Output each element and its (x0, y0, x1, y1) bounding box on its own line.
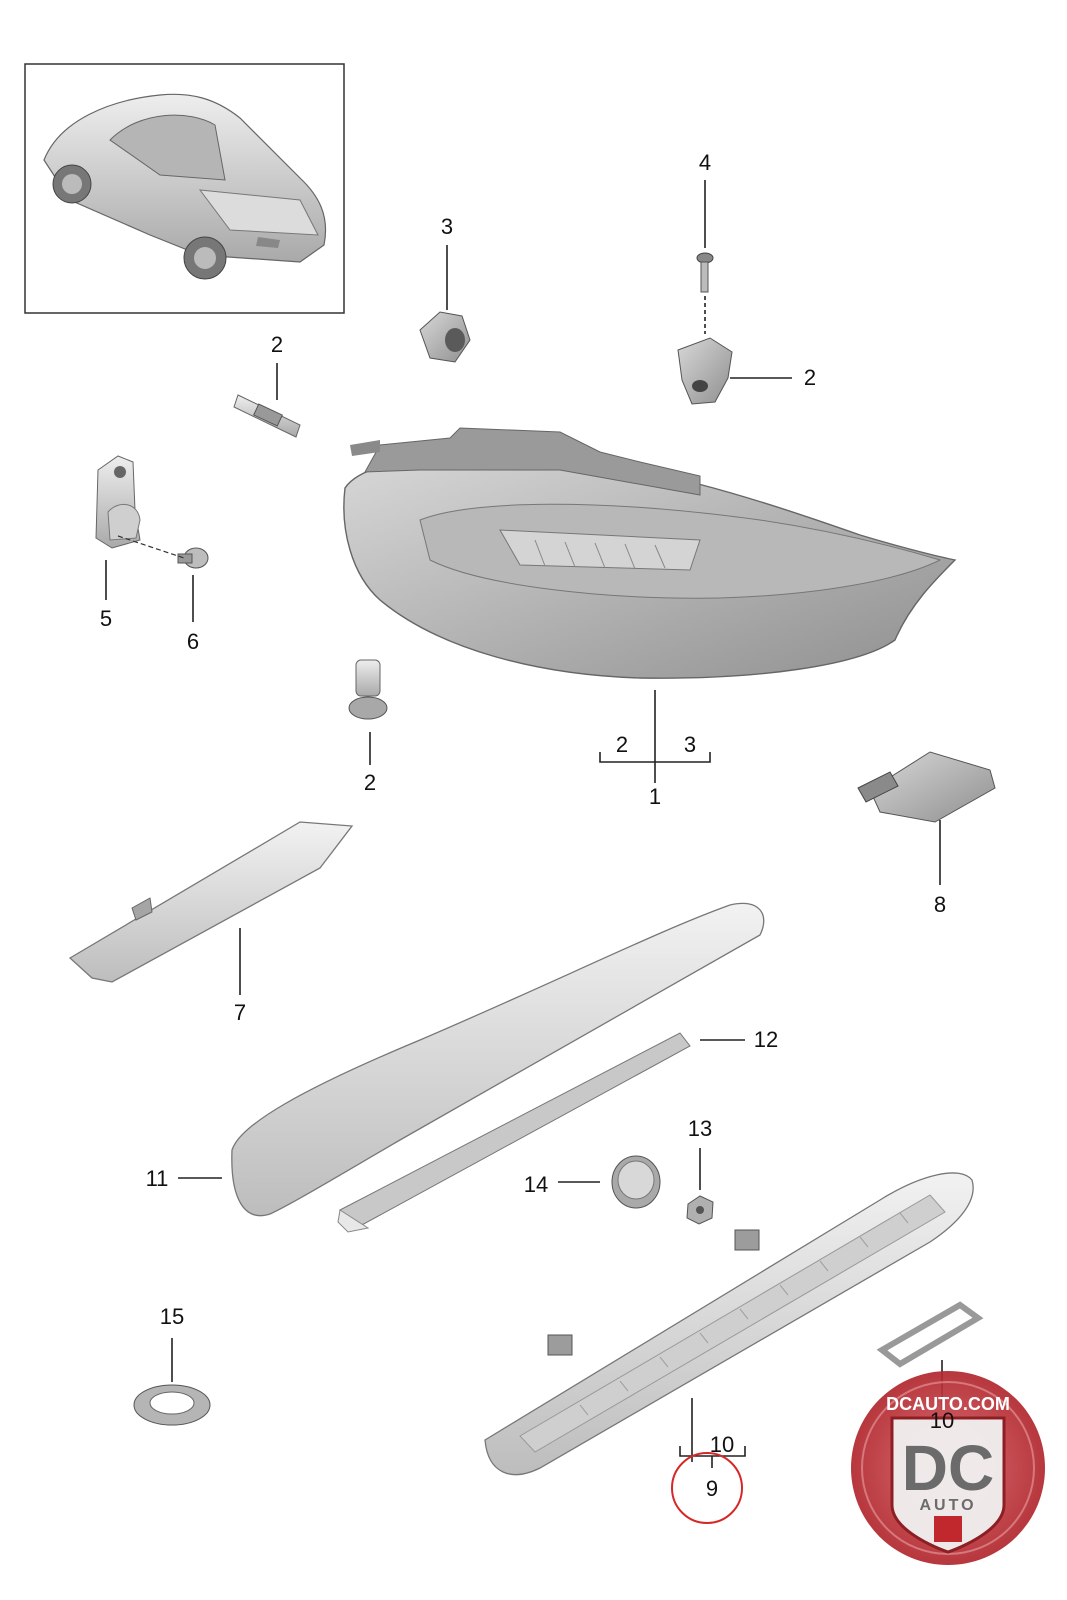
brake-light-part-9 (484, 1172, 974, 1476)
callout-15: 15 (160, 1304, 184, 1329)
callout-numbers: 1 2 3 2 2 2 3 4 5 6 7 8 11 12 13 14 15 1… (100, 150, 946, 1501)
license-lamp-part-8 (857, 751, 996, 823)
leader-lines (105, 180, 943, 1468)
cap-part-14 (611, 1155, 661, 1209)
nut-part-2 (677, 337, 733, 405)
grommet-part-3 (419, 311, 471, 363)
tail-lamp-part-1 (343, 427, 957, 679)
ring-part-15 (133, 1384, 211, 1426)
callout-11: 11 (146, 1166, 169, 1191)
callout-1-sub-3: 3 (684, 732, 696, 757)
callout-4: 4 (699, 150, 711, 175)
nut-part-13 (686, 1195, 714, 1225)
watermark-logo-letters: DC (902, 1432, 994, 1504)
callout-1-sub-2: 2 (616, 732, 628, 757)
highlight-circle (671, 1452, 743, 1524)
gasket-part-10 (876, 1301, 984, 1368)
watermark-logo-word: AUTO (919, 1497, 976, 1514)
callout-7: 7 (234, 1000, 246, 1025)
trim-panel-part-11 (231, 902, 765, 1217)
bolt-part-2 (233, 394, 301, 438)
stud-part-2 (348, 659, 388, 720)
callout-8: 8 (934, 892, 946, 917)
callout-14: 14 (524, 1172, 548, 1197)
callout-12: 12 (754, 1027, 778, 1052)
callout-9: 9 (706, 1476, 718, 1501)
reflector-part-7 (68, 821, 354, 983)
callout-6: 6 (187, 629, 199, 654)
callout-5: 5 (100, 606, 112, 631)
callout-2-stud: 2 (364, 770, 376, 795)
bracket-part-5 (95, 455, 141, 549)
watermark-url-text: DCAUTO.COM (886, 1394, 1010, 1414)
callout-1: 1 (649, 784, 661, 809)
callout-10-gasket: 10 (930, 1408, 954, 1433)
car-overview-inset (24, 63, 345, 314)
dcauto-watermark-logo: DCAUTO.COM DC AUTO (851, 1371, 1045, 1565)
callout-13: 13 (688, 1116, 712, 1141)
callout-3: 3 (441, 214, 453, 239)
callout-2-bolt: 2 (271, 332, 283, 357)
screw-part-4 (696, 252, 714, 293)
adhesive-strip-part-12 (337, 1032, 691, 1233)
callout-2-nut: 2 (804, 365, 816, 390)
